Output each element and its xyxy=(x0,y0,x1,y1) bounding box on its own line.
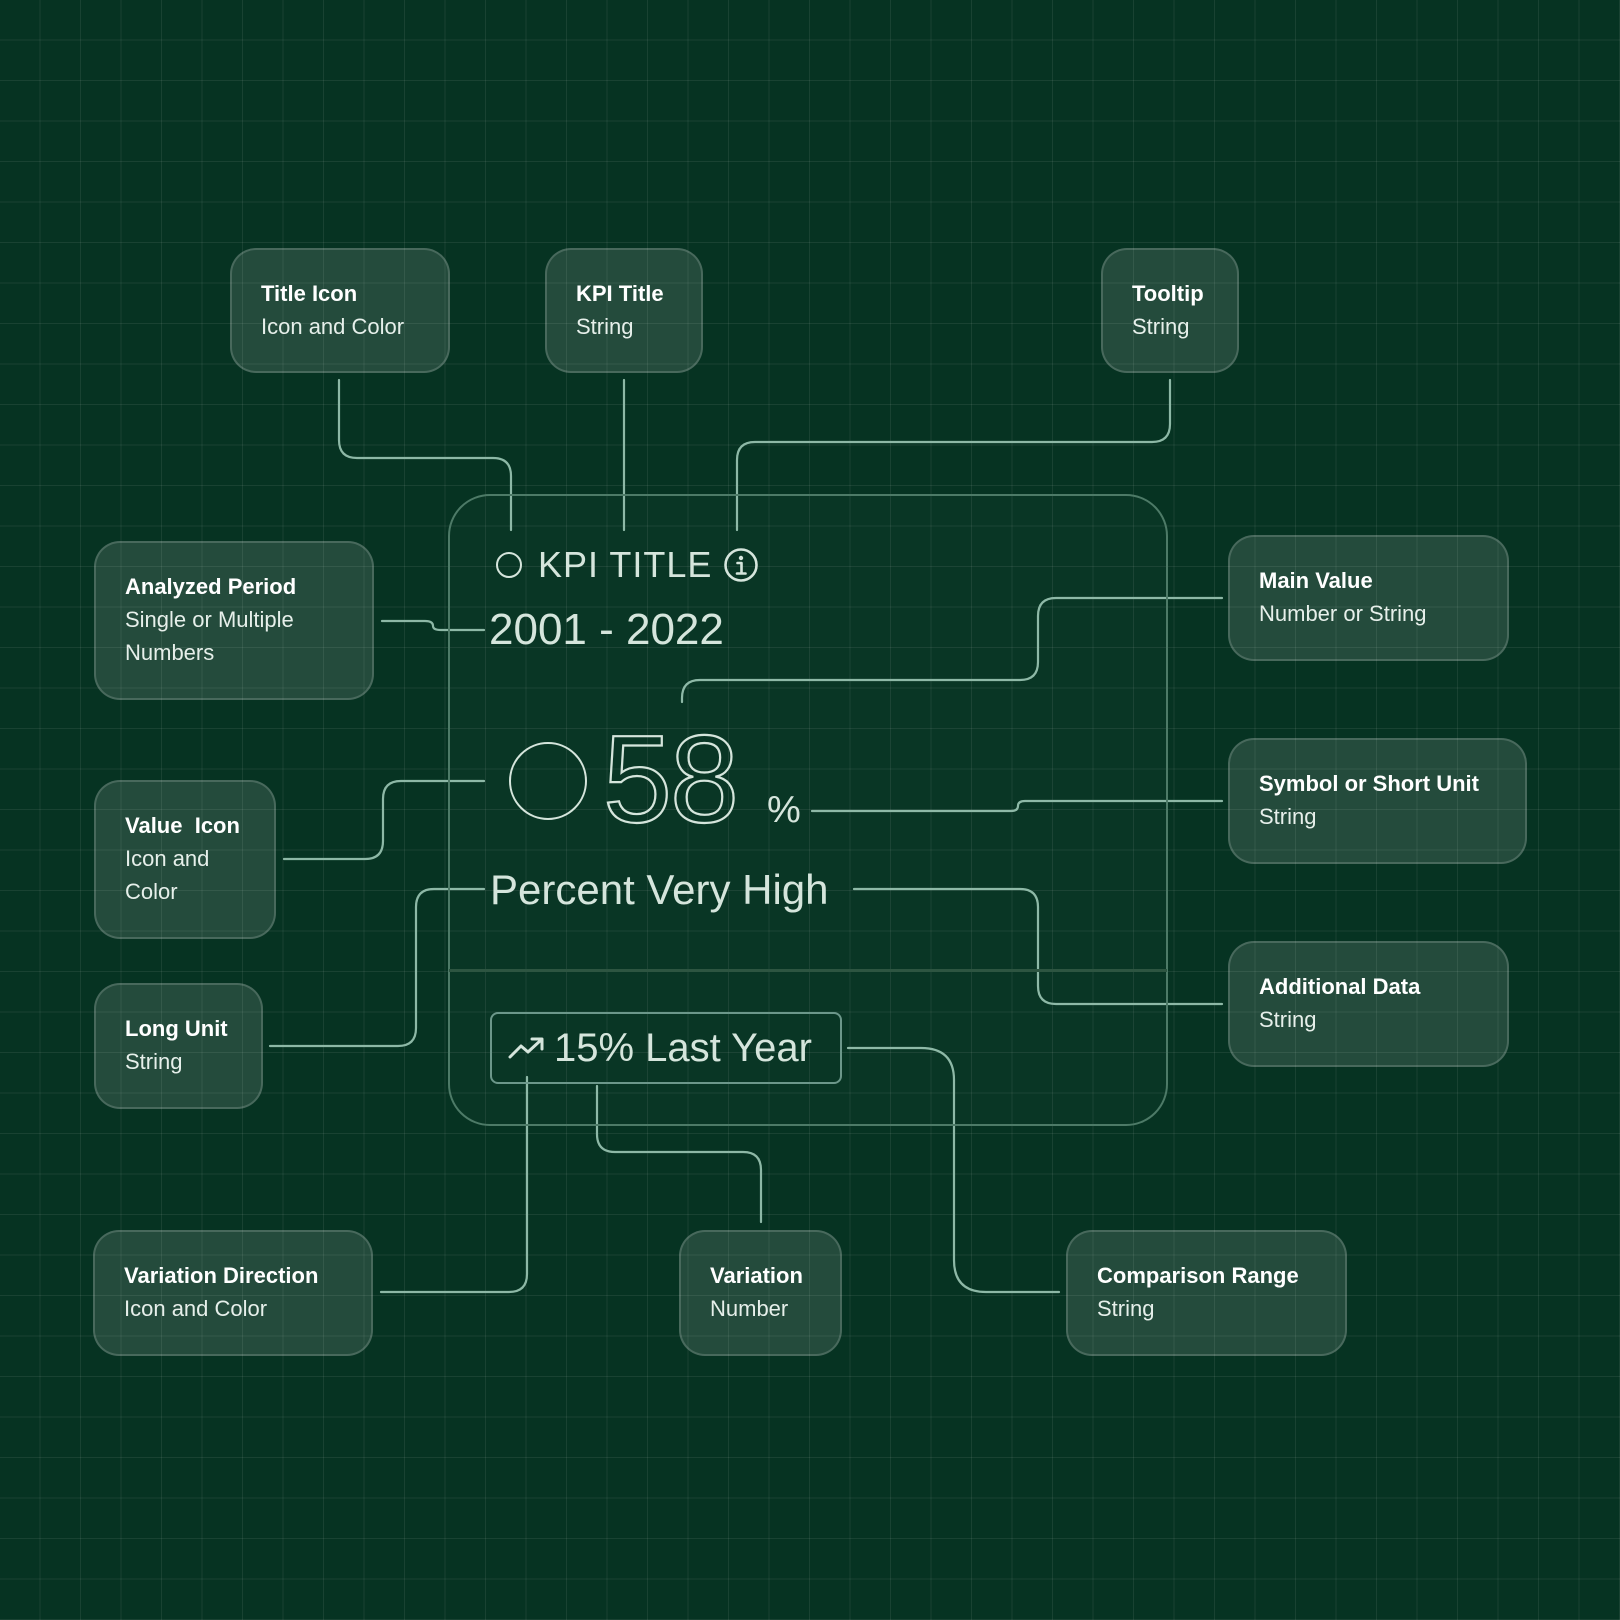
label-title: Comparison Range xyxy=(1097,1263,1299,1288)
label-title: Tooltip xyxy=(1132,281,1204,306)
label-type: Number or String xyxy=(1259,601,1427,626)
label-type: Icon and Color xyxy=(261,314,405,339)
label-title: Value Icon xyxy=(125,813,240,838)
label-title: Long Unit xyxy=(125,1016,228,1041)
main-value: 58 xyxy=(602,711,740,849)
label-type: Icon and Color xyxy=(124,1296,268,1321)
label-type: String xyxy=(125,1049,183,1074)
long-unit: Percent Very High xyxy=(490,866,829,913)
label-tooltip: Tooltip String xyxy=(1101,248,1239,373)
label-type: String xyxy=(1259,804,1317,829)
label-variation: Variation Number xyxy=(679,1230,842,1356)
value-circle-icon xyxy=(509,742,587,820)
label-analyzed-period: Analyzed Period Single or Multiple Numbe… xyxy=(94,541,374,700)
label-title: Additional Data xyxy=(1259,974,1421,999)
trending-up-icon xyxy=(508,1037,544,1059)
variation-text: 15% Last Year xyxy=(554,1025,812,1070)
label-title: KPI Title xyxy=(576,281,664,306)
label-additional-data: Additional Data String xyxy=(1228,941,1509,1067)
analyzed-period: 2001 - 2022 xyxy=(489,605,724,654)
label-type: String xyxy=(1132,314,1190,339)
label-title: Main Value xyxy=(1259,568,1373,593)
kpi-card xyxy=(448,494,1168,1126)
label-type: Icon and Color xyxy=(125,846,210,904)
card-divider xyxy=(449,969,1167,972)
label-title-icon: Title Icon Icon and Color xyxy=(230,248,450,373)
label-value-icon: Value Icon Icon and Color xyxy=(94,780,276,939)
label-main-value: Main Value Number or String xyxy=(1228,535,1509,661)
info-icon[interactable] xyxy=(724,548,759,582)
label-title: Analyzed Period xyxy=(125,574,297,599)
label-comparison-range: Comparison Range String xyxy=(1066,1230,1347,1356)
label-title: Title Icon xyxy=(261,281,358,306)
label-long-unit: Long Unit String xyxy=(94,983,263,1109)
label-variation-direction: Variation Direction Icon and Color xyxy=(93,1230,373,1356)
label-title: Variation Direction xyxy=(124,1263,319,1288)
label-kpi-title: KPI Title String xyxy=(545,248,703,373)
kpi-title-row: KPI TITLE xyxy=(496,544,759,585)
kpi-title: KPI TITLE xyxy=(538,544,713,585)
label-type: Single or Multiple Numbers xyxy=(125,607,294,665)
label-type: Number xyxy=(710,1296,789,1321)
label-type: String xyxy=(576,314,634,339)
short-unit: % xyxy=(767,789,801,831)
label-title: Symbol or Short Unit xyxy=(1259,771,1479,796)
label-symbol-unit: Symbol or Short Unit String xyxy=(1228,738,1527,864)
label-title: Variation xyxy=(710,1263,803,1288)
circle-outline-icon xyxy=(496,552,522,578)
variation-chip: 15% Last Year xyxy=(490,1012,842,1084)
label-type: String xyxy=(1097,1296,1155,1321)
label-type: String xyxy=(1259,1007,1317,1032)
